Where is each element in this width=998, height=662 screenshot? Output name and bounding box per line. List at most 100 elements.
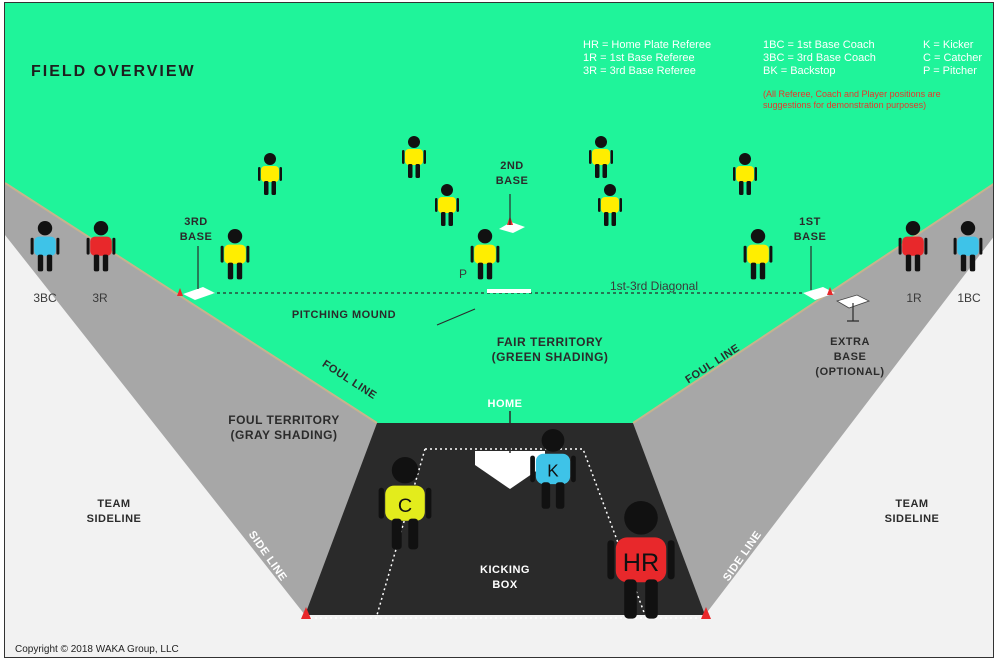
arm <box>610 150 613 164</box>
legend-item: 3R = 3rd Base Referee <box>583 65 696 77</box>
torso <box>34 236 56 256</box>
leg <box>227 262 234 280</box>
third-base-cone <box>177 288 183 296</box>
label-line: BASE <box>793 231 827 243</box>
torso <box>957 236 979 256</box>
arm <box>530 455 535 483</box>
torso <box>902 236 924 256</box>
torso <box>90 236 112 256</box>
arm <box>953 237 957 255</box>
legend-item: 1BC = 1st Base Coach <box>763 39 875 51</box>
legend-item: P = Pitcher <box>923 65 977 77</box>
player-letter: K <box>547 462 559 481</box>
arm <box>279 167 282 181</box>
head <box>477 229 493 244</box>
arm <box>258 167 261 181</box>
label-line: TEAM <box>895 498 929 510</box>
pitching-mound-label: PITCHING MOUND <box>291 309 397 321</box>
torso <box>385 485 425 521</box>
arm <box>754 167 757 181</box>
torso <box>601 197 619 213</box>
foul-territory-label: FOUL TERRITORY (GRAY SHADING) <box>219 413 349 443</box>
head <box>227 229 243 244</box>
arm <box>598 198 601 212</box>
arm <box>30 237 34 255</box>
note-line: suggestions for demonstration purposes) <box>763 100 927 110</box>
torso <box>736 166 754 182</box>
legend-item: BK = Backstop <box>763 65 836 77</box>
leg <box>595 164 600 178</box>
arm <box>619 198 622 212</box>
leg <box>905 254 912 272</box>
third-base-coach-figure <box>30 221 60 272</box>
label-line: TEAM <box>97 498 131 510</box>
team-sideline-left-label: TEAM SIDELINE <box>69 497 159 527</box>
leg <box>408 164 413 178</box>
torso <box>261 166 279 182</box>
head <box>408 136 420 148</box>
leg <box>759 262 766 280</box>
arm <box>402 150 405 164</box>
label-line: (GRAY SHADING) <box>230 428 338 442</box>
head <box>905 221 921 236</box>
first-base-label: 1ST BASE <box>785 215 835 245</box>
head <box>37 221 53 236</box>
legend-col1: HR = Home Plate Referee 1R = 1st Base Re… <box>583 39 711 78</box>
home-referee-figure: HR <box>607 501 675 619</box>
leg <box>271 181 276 195</box>
fielder-first-base <box>743 229 773 280</box>
second-base <box>499 222 525 233</box>
leg <box>645 579 658 619</box>
leg <box>477 262 484 280</box>
arm <box>589 150 592 164</box>
pitching-rubber <box>487 289 531 293</box>
catcher-figure: C <box>378 457 432 550</box>
leg <box>408 518 419 550</box>
leg <box>914 254 921 272</box>
diagonal-label: 1st-3rd Diagonal <box>609 279 699 293</box>
arm <box>571 455 576 483</box>
cone-left <box>301 607 311 619</box>
arm <box>496 245 500 263</box>
legend-note: (All Referee, Coach and Player positions… <box>763 89 941 111</box>
leg <box>46 254 53 272</box>
pitcher-label: P <box>458 267 467 281</box>
leg <box>448 212 453 226</box>
copyright: Copyright © 2018 WAKA Group, LLC <box>15 644 179 655</box>
leg <box>746 181 751 195</box>
player-letter: C <box>398 495 412 517</box>
field-graphic: K C HR <box>5 3 993 657</box>
arm <box>924 237 928 255</box>
head <box>441 184 453 196</box>
first-base <box>803 287 835 300</box>
first-referee-label: 1R <box>906 291 922 305</box>
foul-line-left <box>5 182 378 424</box>
label-line: 2ND <box>500 160 524 172</box>
head <box>541 429 565 452</box>
legend-item: K = Kicker <box>923 39 974 51</box>
head <box>750 229 766 244</box>
leg <box>441 212 446 226</box>
arm <box>112 237 116 255</box>
torso <box>474 244 496 264</box>
legend-col3: K = Kicker C = Catcher P = Pitcher <box>923 39 982 78</box>
head <box>595 136 607 148</box>
legend-item: 3BC = 3rd Base Coach <box>763 52 876 64</box>
first-base-coach-figure <box>953 221 983 272</box>
arm <box>86 237 90 255</box>
home-plate <box>475 451 545 489</box>
label-line: (OPTIONAL) <box>815 366 885 378</box>
first-coach-label: 1BC <box>957 291 981 305</box>
leg <box>415 164 420 178</box>
head <box>93 221 109 236</box>
arm <box>220 245 224 263</box>
extra-base-label: EXTRA BASE (OPTIONAL) <box>805 335 895 380</box>
fielder-second-base <box>598 184 622 226</box>
torso <box>615 537 667 583</box>
arm <box>470 245 474 263</box>
third-referee-label: 3R <box>92 291 108 305</box>
label-line: BASE <box>833 351 867 363</box>
torso <box>224 244 246 264</box>
leg <box>37 254 44 272</box>
